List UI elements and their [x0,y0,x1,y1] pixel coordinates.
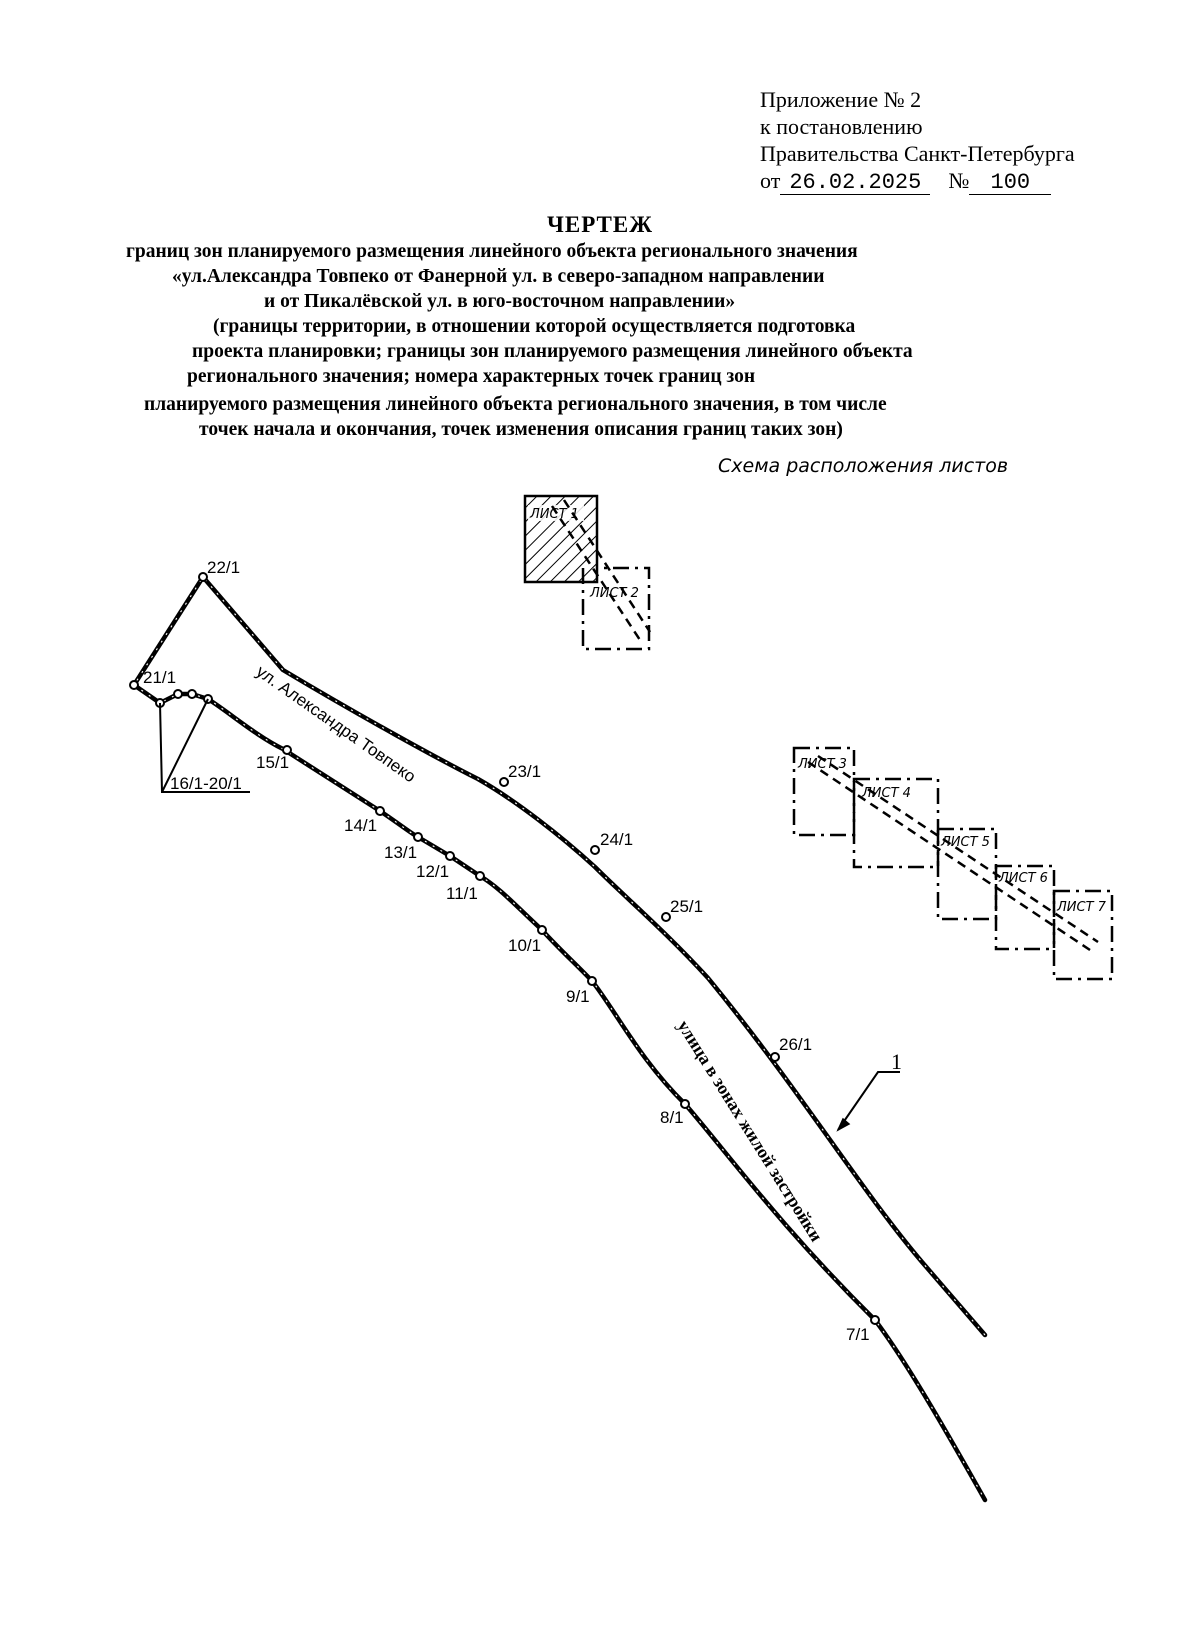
point-10-marker[interactable] [537,925,547,935]
heading-line-6: регионального значения; номера характерн… [187,366,756,387]
label-15: 15/1 [256,753,289,772]
label-26: 26/1 [779,1035,812,1054]
drawing-heading: ЧЕРТЕЖ [0,212,1200,238]
point-22-marker[interactable] [198,572,208,582]
point-25-marker[interactable] [661,912,671,922]
sheet-4-frame[interactable] [852,777,940,869]
decree-number: 100 [969,172,1052,195]
callout-number: 1 [891,1049,902,1074]
heading-line-3: и от Пикалёвской ул. в юго-восточном нап… [264,291,736,312]
sheet-6-label: ЛИСТ 6 [998,871,1048,886]
sheet-3-7-road-trace [807,754,1099,952]
sheet-1-2-road-trace [550,499,652,641]
point-17-marker[interactable] [173,689,183,699]
sheet-2-frame[interactable] [581,566,651,651]
heading-line-7: планируемого размещения линейного объект… [144,394,887,415]
point-11-marker[interactable] [475,871,485,881]
number-prefix: № [948,168,970,193]
point-8-marker[interactable] [680,1099,690,1109]
label-8: 8/1 [660,1108,684,1127]
appendix-line-2: к постановлению [760,114,923,139]
sheet-7-frame[interactable] [1052,889,1114,981]
label-25: 25/1 [670,897,703,916]
point-26-marker[interactable] [770,1052,780,1062]
point-21-marker[interactable] [129,680,139,690]
sheet-4-label: ЛИСТ 4 [861,786,911,801]
point-18-marker[interactable] [187,689,197,699]
label-21: 21/1 [143,668,176,687]
label-22: 22/1 [207,558,240,577]
point-15-marker[interactable] [282,745,292,755]
label-11: 11/1 [446,884,478,903]
label-10: 10/1 [508,936,541,955]
heading-line-2: «ул.Александра Товпеко от Фанерной ул. в… [172,266,825,287]
point-13-marker[interactable] [413,832,423,842]
label-12: 12/1 [416,862,449,881]
inner-boundary-line [131,682,988,1503]
boundary-callout: 1 [836,1049,902,1132]
sheet-1-label: ЛИСТ 1 [529,507,579,522]
label-16-20: 16/1-20/1 [170,774,242,793]
label-7: 7/1 [846,1325,870,1344]
appendix-block: Приложение № 2 к постановлению Правитель… [760,86,1075,195]
heading-line-4: (границы территории, в отношении которой… [213,316,856,337]
point-14-marker[interactable] [375,806,385,816]
appendix-line-3: Правительства Санкт-Петербурга [760,141,1075,166]
appendix-line-1: Приложение № 2 [760,87,922,112]
sheet-layout-scheme: ЛИСТ 1 ЛИСТ 2 ЛИСТ 3 ЛИСТ 4 ЛИСТ 5 ЛИСТ … [523,494,1114,981]
sheet-5-label: ЛИСТ 5 [940,835,990,850]
label-13: 13/1 [384,843,417,862]
date-prefix: от [760,168,781,193]
label-24: 24/1 [600,830,633,849]
point-23-marker[interactable] [499,777,509,787]
heading-line-5: проекта планировки; границы зон планируе… [192,341,913,362]
label-23: 23/1 [508,762,541,781]
heading-line-8: точек начала и окончания, точек изменени… [199,419,843,440]
document-title: ЧЕРТЕЖ [547,212,653,237]
heading-line-1: границ зон планируемого размещения линей… [126,241,858,262]
sheet-scheme-caption: Схема расположения листов [718,455,1009,477]
sheet-6-frame[interactable] [994,864,1056,951]
points-16-20-leader [159,698,250,793]
point-9-marker[interactable] [587,976,597,986]
outer-boundary-line [131,574,988,1338]
decree-date: 26.02.2025 [780,172,931,195]
point-24-marker[interactable] [590,845,600,855]
sheet-7-label: ЛИСТ 7 [1056,900,1107,915]
sheet-2-label: ЛИСТ 2 [589,586,639,601]
point-7-marker[interactable] [870,1315,880,1325]
label-14: 14/1 [344,816,377,835]
point-12-marker[interactable] [445,851,455,861]
label-9: 9/1 [566,987,590,1006]
